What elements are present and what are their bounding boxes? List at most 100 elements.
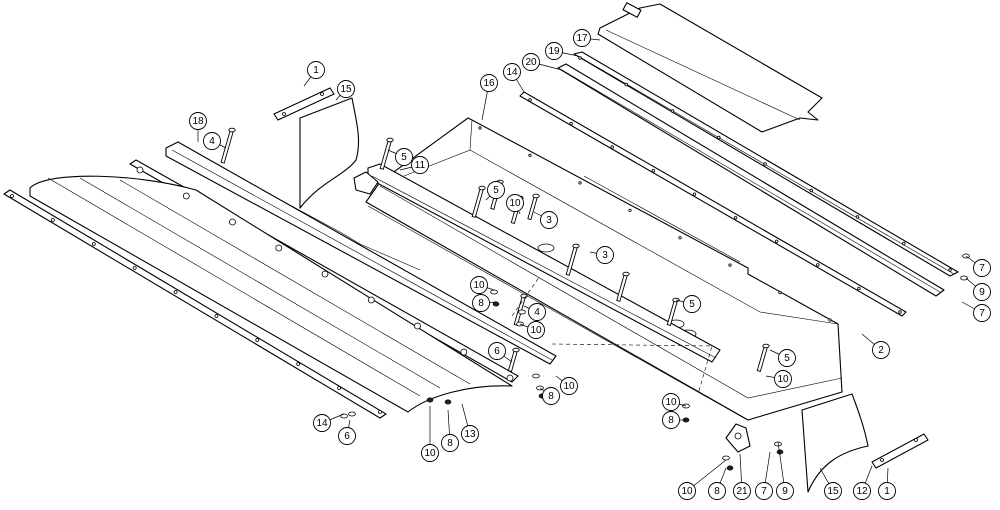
bolt — [565, 243, 580, 276]
callout-balloon: 5 — [487, 181, 505, 199]
balloon-circle — [506, 194, 524, 212]
rivet — [728, 263, 732, 267]
callout-label: 9 — [782, 486, 788, 497]
callout-balloon: 14 — [503, 63, 521, 81]
callout-balloon: 10 — [678, 482, 696, 500]
rivet — [136, 166, 144, 174]
callout-balloon: 7 — [755, 482, 773, 500]
bolt-shank — [379, 139, 393, 170]
balloon-circle — [662, 393, 680, 411]
rivet — [578, 56, 582, 60]
callout-balloon: 10 — [560, 377, 578, 395]
rivet — [578, 181, 582, 185]
part-14-front-rail — [3, 189, 387, 419]
rivet — [460, 348, 468, 356]
callout-balloon: 15 — [824, 482, 842, 500]
bolt-head — [228, 127, 236, 133]
callout-balloon: 4 — [528, 303, 546, 321]
callout-balloon: 10 — [421, 444, 439, 462]
callout-label: 2 — [878, 345, 884, 356]
callout-balloon: 3 — [540, 211, 558, 229]
balloon-circle — [776, 482, 794, 500]
bolt — [507, 347, 520, 373]
balloon-circle — [461, 425, 479, 443]
callout-label: 10 — [473, 280, 485, 291]
rivet — [902, 241, 906, 246]
callout-label: 15 — [340, 84, 352, 95]
rivet — [898, 310, 902, 314]
rivet — [569, 121, 573, 126]
callout-label: 11 — [415, 160, 426, 171]
balloon-circle — [678, 482, 696, 500]
callout-balloon: 18 — [189, 112, 207, 130]
bolt-head — [622, 271, 630, 277]
balloon-circle — [824, 482, 842, 500]
rivet — [132, 266, 137, 270]
bolt — [379, 137, 394, 170]
rivet — [321, 270, 329, 278]
bolt — [471, 185, 486, 218]
callout-balloon: 8 — [662, 411, 680, 429]
callout-balloon: 11 — [411, 156, 429, 174]
balloon-circle — [472, 294, 490, 312]
bolt — [527, 193, 540, 221]
callout-label: 8 — [447, 438, 453, 449]
washer — [518, 309, 526, 315]
callout-label: 15 — [827, 486, 839, 497]
callout-balloon: 10 — [527, 321, 545, 339]
bolt-head — [512, 347, 520, 353]
callout-balloon: 5 — [778, 349, 796, 367]
callout-balloon: 9 — [973, 283, 991, 301]
callout-balloon: 5 — [683, 295, 701, 313]
callout-label: 1 — [884, 486, 890, 497]
callout-balloon: 20 — [522, 53, 540, 71]
callout-balloon: 8 — [542, 387, 560, 405]
callout-label: 5 — [689, 299, 695, 310]
balloon-circle — [662, 411, 680, 429]
balloon-circle — [203, 132, 221, 150]
assembly-alignment-lines — [511, 275, 713, 395]
rivet — [528, 98, 532, 102]
balloon-circle — [522, 53, 540, 71]
nut — [726, 465, 734, 471]
balloon-circle — [338, 427, 356, 445]
bolt — [756, 343, 770, 372]
nut — [492, 301, 500, 307]
balloon-circle — [973, 304, 991, 322]
callout-balloon: 2 — [872, 341, 890, 359]
callout-balloon: 19 — [545, 42, 563, 60]
balloon-circle — [683, 295, 701, 313]
callout-balloon: 9 — [776, 482, 794, 500]
balloon-circle — [733, 482, 751, 500]
callout-label: 10 — [777, 374, 789, 385]
balloon-circle — [487, 181, 505, 199]
rail-rivets — [10, 56, 952, 414]
callout-label: 13 — [464, 429, 476, 440]
rivet — [378, 410, 382, 414]
part-11-angle-rail — [353, 163, 721, 363]
callout-label: 5 — [493, 185, 499, 196]
callout-balloon: 8 — [472, 294, 490, 312]
balloon-circle — [708, 482, 726, 500]
callout-balloon: 15 — [337, 80, 355, 98]
callout-balloon: 13 — [461, 425, 479, 443]
rivet — [414, 322, 421, 330]
balloon-circle — [411, 156, 429, 174]
balloon-circle — [755, 482, 773, 500]
balloon-circle — [573, 29, 591, 47]
balloon-circle — [774, 370, 792, 388]
rivet — [91, 242, 96, 246]
rivet — [670, 109, 675, 113]
balloon-circle — [189, 112, 207, 130]
bolt-head — [386, 137, 394, 143]
callout-label: 20 — [525, 57, 537, 68]
callout-label: 10 — [509, 198, 521, 209]
callout-label: 10 — [424, 448, 436, 459]
rivet — [778, 290, 782, 295]
balloon-circle — [545, 42, 563, 60]
rivet — [855, 215, 860, 219]
balloon-circle — [307, 61, 325, 79]
callout-label: 4 — [534, 307, 540, 318]
balloon-circle — [470, 276, 488, 294]
rivet — [173, 290, 178, 294]
